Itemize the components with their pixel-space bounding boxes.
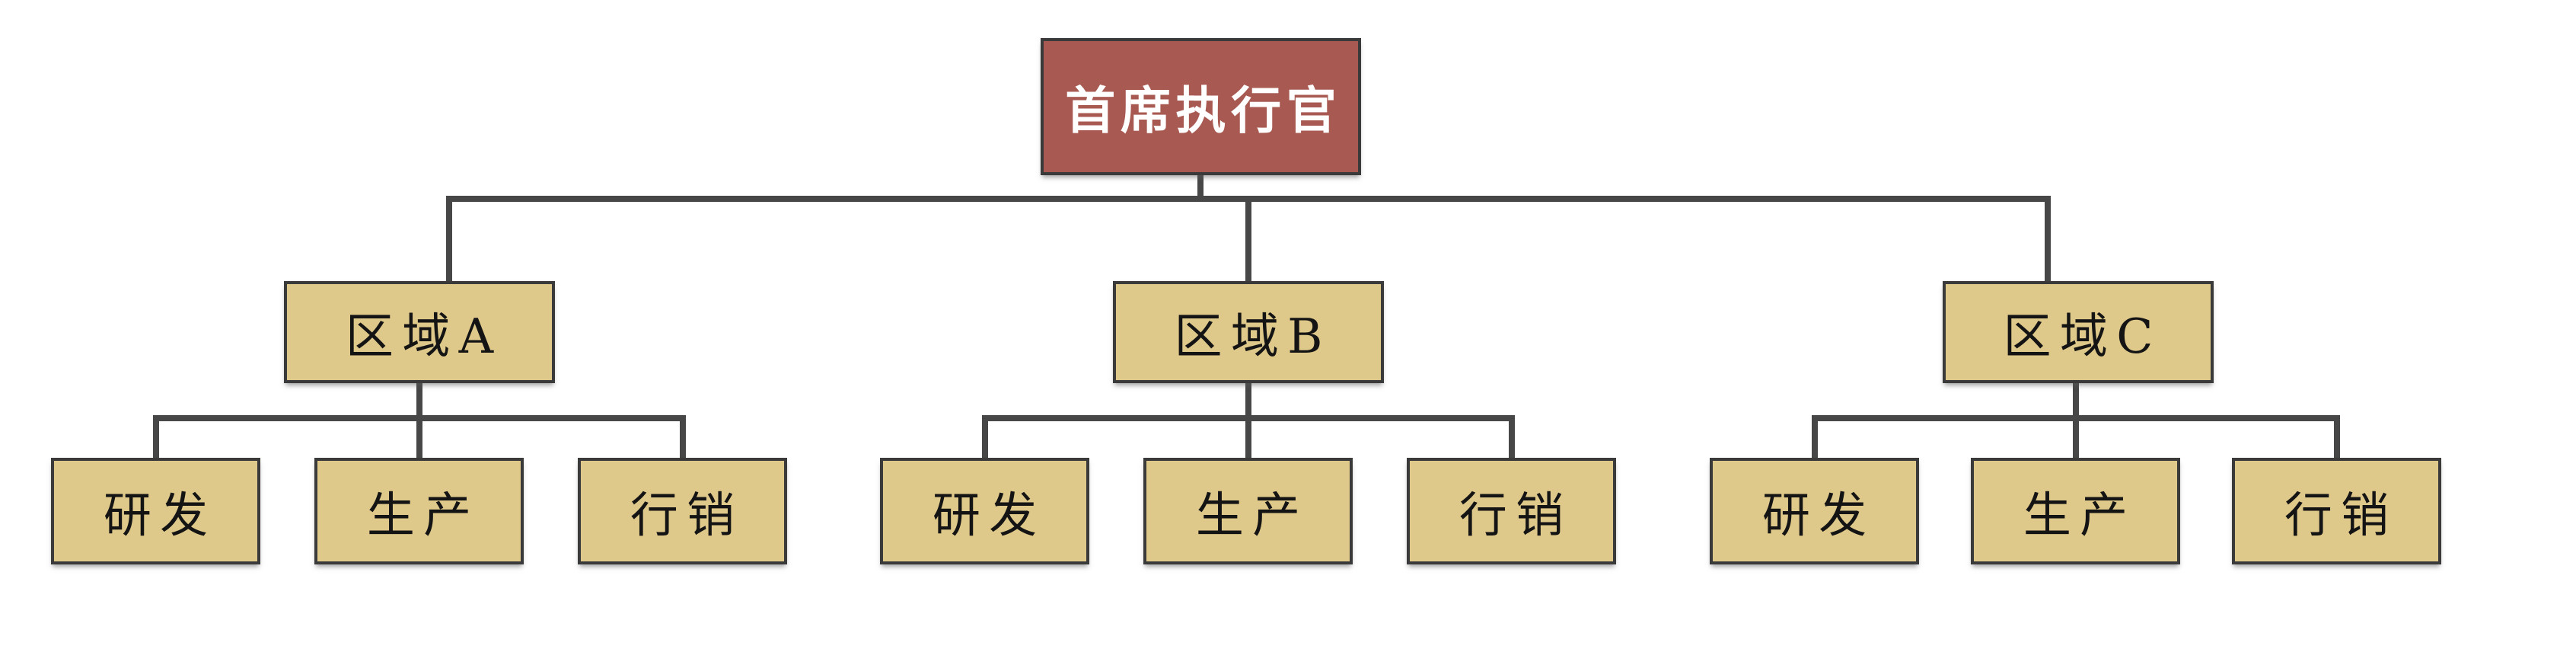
org-node-b-rd: 研发 [880, 458, 1089, 564]
org-node-region-b: 区域B [1113, 281, 1384, 383]
connector-drop-a1 [153, 415, 159, 461]
connector-drop-b1 [982, 415, 988, 461]
connector-drop-region-a [446, 196, 452, 284]
org-node-c-production: 生产 [1971, 458, 2180, 564]
org-node-region-c: 区域C [1943, 281, 2214, 383]
org-node-a-marketing: 行销 [578, 458, 787, 564]
connector-drop-region-b [1245, 196, 1251, 284]
org-node-c-marketing: 行销 [2232, 458, 2441, 564]
org-node-region-c-label: 区域C [2003, 308, 2162, 364]
connector-drop-a2 [416, 415, 422, 461]
org-node-a-rd: 研发 [51, 458, 260, 564]
connector-drop-region-c [2045, 196, 2051, 284]
connector-drop-c3 [2334, 415, 2340, 461]
org-node-b-rd-label: 研发 [932, 487, 1046, 543]
org-node-b-production: 生产 [1143, 458, 1353, 564]
connector-drop-b2 [1245, 415, 1251, 461]
org-node-a-rd-label: 研发 [103, 487, 217, 543]
org-node-c-production-label: 生产 [2023, 487, 2137, 543]
connector-drop-c1 [1812, 415, 1818, 461]
connector-drop-a3 [680, 415, 686, 461]
org-node-region-a-label: 区域A [345, 308, 502, 364]
org-node-b-marketing-label: 行销 [1459, 487, 1573, 543]
org-node-b-marketing: 行销 [1407, 458, 1616, 564]
connector-drop-b3 [1509, 415, 1515, 461]
org-node-a-production-label: 生产 [366, 487, 480, 543]
org-node-ceo-label: 首席执行官 [1065, 81, 1342, 140]
org-node-b-production-label: 生产 [1195, 487, 1309, 543]
connector-drop-c2 [2073, 415, 2079, 461]
org-node-a-production: 生产 [314, 458, 524, 564]
org-node-a-marketing-label: 行销 [630, 487, 744, 543]
org-node-c-rd-label: 研发 [1761, 487, 1876, 543]
connector-ceo-stub [1197, 174, 1204, 202]
org-node-region-b-label: 区域B [1174, 308, 1331, 364]
org-node-region-a: 区域A [284, 281, 555, 383]
org-node-c-marketing-label: 行销 [2284, 487, 2398, 543]
connector-region-a-stub [416, 379, 422, 419]
connector-region-c-stub [2073, 379, 2079, 419]
connector-region-b-stub [1245, 379, 1251, 419]
org-node-c-rd: 研发 [1710, 458, 1919, 564]
org-node-ceo: 首席执行官 [1041, 38, 1361, 175]
